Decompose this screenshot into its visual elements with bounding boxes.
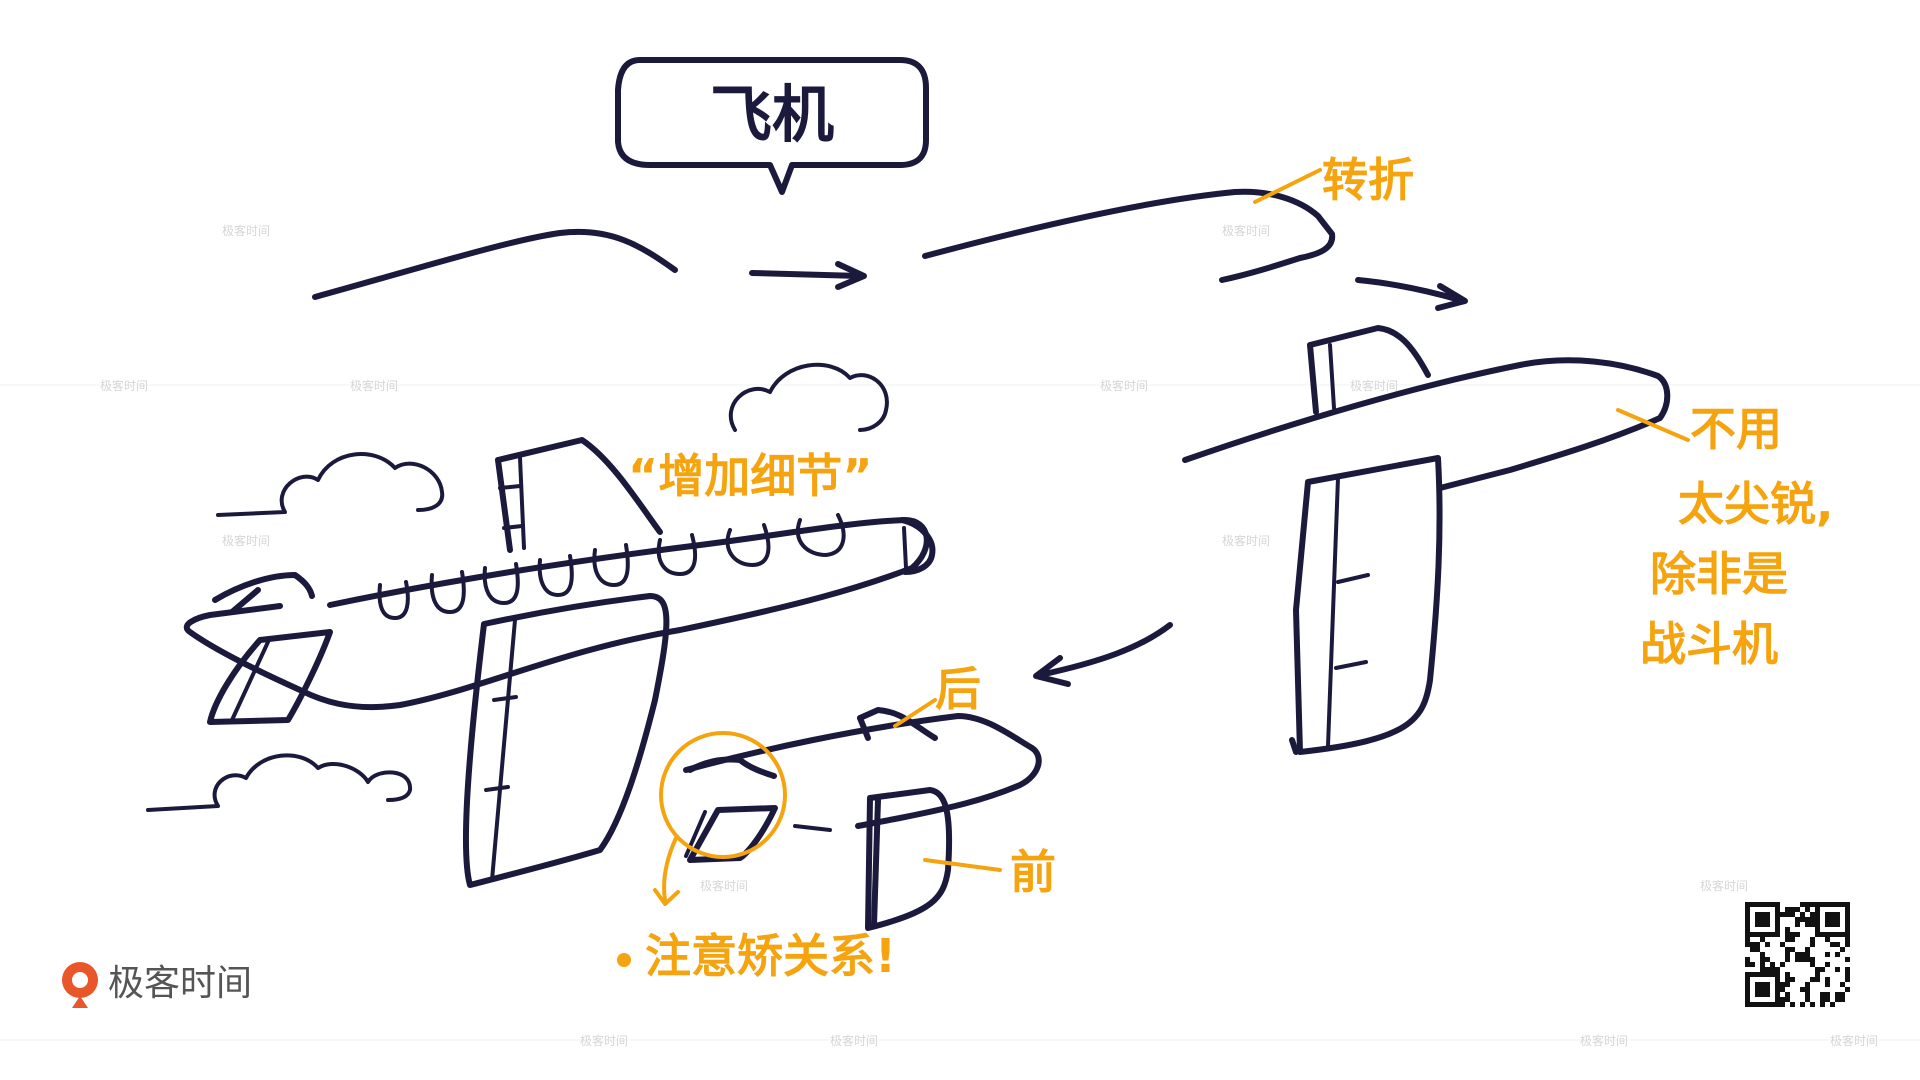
annotation-side-note: 不用 太尖锐, 除非是 战斗机 bbox=[1616, 402, 1833, 671]
watermark: 极客时间 bbox=[1222, 533, 1270, 548]
watermark: 极客时间 bbox=[580, 1033, 628, 1048]
watermark: 极客时间 bbox=[222, 533, 270, 548]
cloud-icon bbox=[146, 753, 412, 812]
side-note-line-1: 不用 bbox=[1690, 402, 1782, 456]
stage-4-plane bbox=[683, 707, 1042, 931]
watermark: 极客时间 bbox=[1222, 223, 1270, 238]
rear-label: 后 bbox=[935, 662, 981, 716]
stage-1-stroke bbox=[312, 228, 678, 300]
annotation-add-detail: “增加细节” bbox=[628, 449, 872, 503]
watermark: 极客时间 bbox=[830, 1033, 878, 1048]
watermark: 极客时间 bbox=[1700, 878, 1748, 893]
watermark: 极客时间 bbox=[350, 378, 398, 393]
brand-logo: 极客时间 bbox=[62, 962, 252, 1008]
background-guides bbox=[0, 384, 1920, 1041]
cloud-icon bbox=[216, 452, 445, 517]
detailed-plane bbox=[183, 437, 936, 888]
watermarks: 极客时间 极客时间 极客时间 极客时间 极客时间 极客时间 极客时间 极客时间 … bbox=[100, 223, 1878, 1048]
arrow-3 bbox=[1033, 622, 1173, 687]
annotation-rear: 后 bbox=[893, 662, 981, 728]
cloud-icon bbox=[728, 362, 889, 432]
annotation-turn: 转折 bbox=[1253, 153, 1414, 207]
watermark: 极客时间 bbox=[1100, 378, 1148, 393]
watermark: 极客时间 bbox=[100, 378, 148, 393]
title-label: 飞机 bbox=[710, 78, 834, 151]
arrow-2 bbox=[1355, 277, 1468, 311]
front-label: 前 bbox=[1010, 845, 1056, 899]
watermark: 极客时间 bbox=[1350, 378, 1398, 393]
annotation-front: 前 bbox=[923, 845, 1056, 899]
add-detail-label: “增加细节” bbox=[628, 449, 872, 503]
side-note-line-4: 战斗机 bbox=[1640, 617, 1778, 671]
watermark: 极客时间 bbox=[1830, 1033, 1878, 1048]
bullet-dot bbox=[617, 953, 631, 967]
logo-text: 极客时间 bbox=[108, 963, 252, 1004]
side-note-line-2: 太尖锐, bbox=[1678, 477, 1833, 531]
watermark: 极客时间 bbox=[222, 223, 270, 238]
note-label: 注意矫关系! bbox=[645, 929, 896, 983]
watermark: 极客时间 bbox=[700, 878, 748, 893]
side-note-line-3: 除非是 bbox=[1650, 547, 1788, 601]
stage-3-plane bbox=[1182, 325, 1671, 755]
arrow-1 bbox=[749, 261, 867, 290]
annotation-note: 注意矫关系! bbox=[617, 731, 896, 983]
qr-code-icon bbox=[1745, 902, 1850, 1007]
title-bubble: 飞机 bbox=[615, 57, 929, 195]
watermark: 极客时间 bbox=[1580, 1033, 1628, 1048]
stage-2-stroke bbox=[922, 188, 1336, 283]
turn-label: 转折 bbox=[1322, 153, 1414, 207]
